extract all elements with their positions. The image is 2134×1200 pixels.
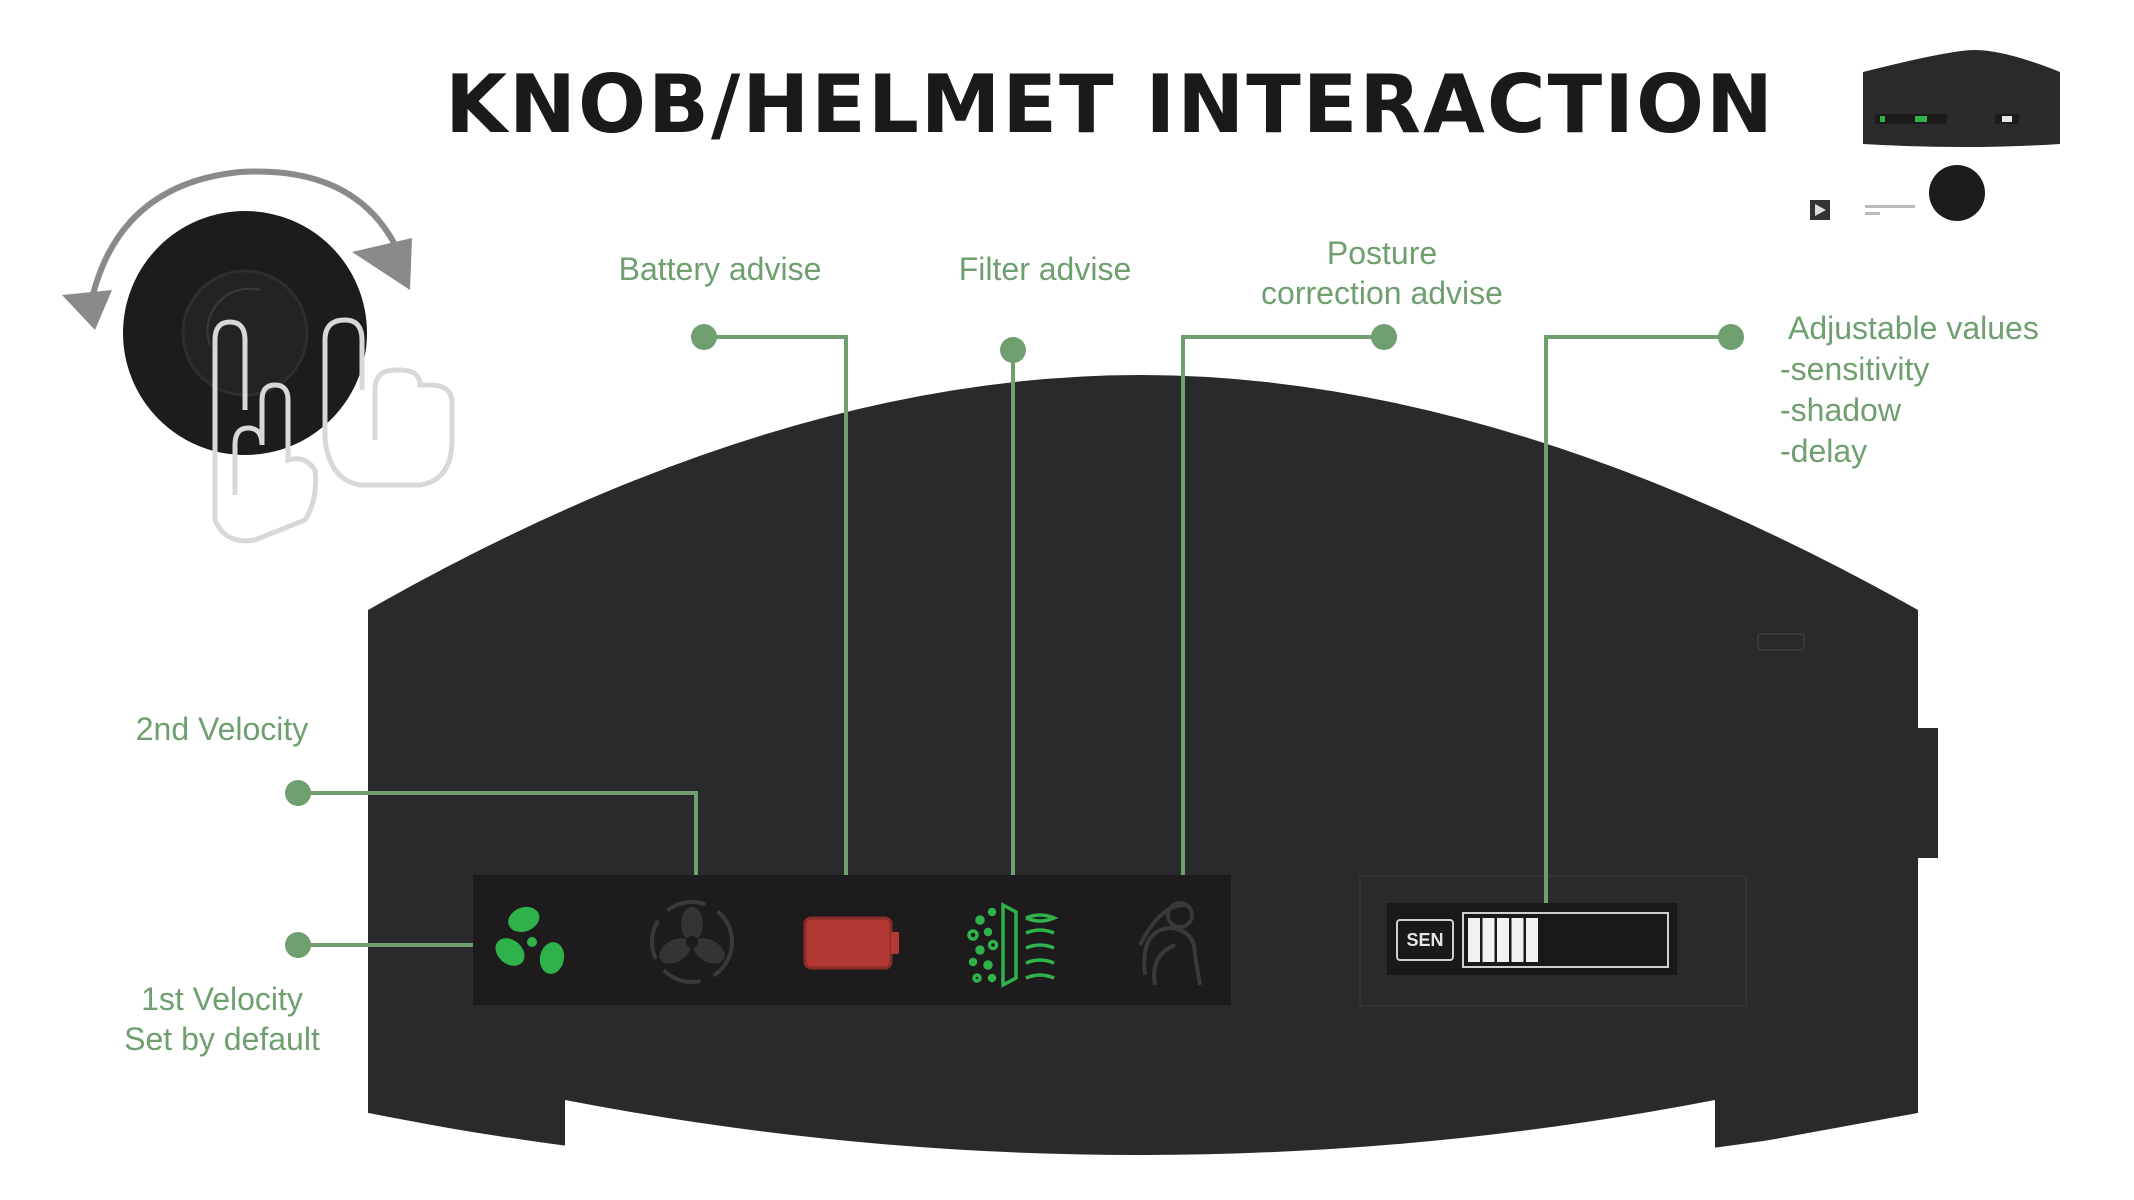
level-bar xyxy=(1462,912,1669,968)
adjustable-item: -shadow xyxy=(1780,392,1902,428)
battery-label: Battery advise xyxy=(619,251,822,287)
level-cell xyxy=(1526,918,1538,962)
hand-pointer-icon xyxy=(212,317,455,544)
adjustable-title: Adjustable values xyxy=(1788,310,2039,346)
sensor-slot xyxy=(1757,633,1805,651)
level-cell xyxy=(1482,918,1495,962)
fan-icon xyxy=(495,906,565,974)
filter-label: Filter advise xyxy=(959,251,1132,287)
second-velocity-callout-dot xyxy=(285,780,311,806)
first-velocity-callout-dot xyxy=(285,932,311,958)
callout-labels: Battery advise Filter advise Posture cor… xyxy=(124,235,2039,1057)
adjustable-callout-dot xyxy=(1718,324,1744,350)
posture-callout-line xyxy=(1181,335,1384,875)
posture-callout-dot xyxy=(1371,324,1397,350)
mode-label: SEN xyxy=(1406,930,1443,950)
display-frame xyxy=(1359,875,1747,1007)
second-velocity-callout-line xyxy=(298,791,698,875)
level-cells xyxy=(1468,918,1538,962)
fan-icon xyxy=(650,900,734,984)
level-cell xyxy=(1497,918,1509,962)
second-velocity-label: 2nd Velocity xyxy=(136,711,309,747)
mode-badge xyxy=(1396,919,1454,961)
page-title: KNOB/HELMET INTERACTION xyxy=(445,58,1775,151)
adjustable-callout-line xyxy=(1544,335,1731,903)
battery-icon xyxy=(803,916,899,970)
rotate-arrows-icon xyxy=(85,168,403,319)
knob-illustration xyxy=(62,168,455,544)
battery-callout-line xyxy=(704,335,848,875)
posture-icon xyxy=(1138,901,1202,986)
adjustable-item: -delay xyxy=(1780,433,1867,469)
side-button xyxy=(1918,728,1938,858)
level-cell xyxy=(1468,918,1480,962)
helmet-body xyxy=(368,375,1938,1200)
callout-lines xyxy=(298,335,1731,947)
first-velocity-label-line1: 1st Velocity xyxy=(141,981,303,1017)
level-cell xyxy=(1511,918,1524,962)
callout-dots xyxy=(285,324,1744,958)
filter-callout-dot xyxy=(1000,337,1026,363)
posture-label-line1: Posture xyxy=(1327,235,1437,271)
first-velocity-label-line2: Set by default xyxy=(124,1021,320,1057)
reference-thumbnail xyxy=(1790,48,2110,238)
adjustable-item: -sensitivity xyxy=(1780,351,1929,387)
filter-icon xyxy=(967,902,1059,988)
posture-label-line2: correction advise xyxy=(1261,275,1503,311)
battery-callout-dot xyxy=(691,324,717,350)
